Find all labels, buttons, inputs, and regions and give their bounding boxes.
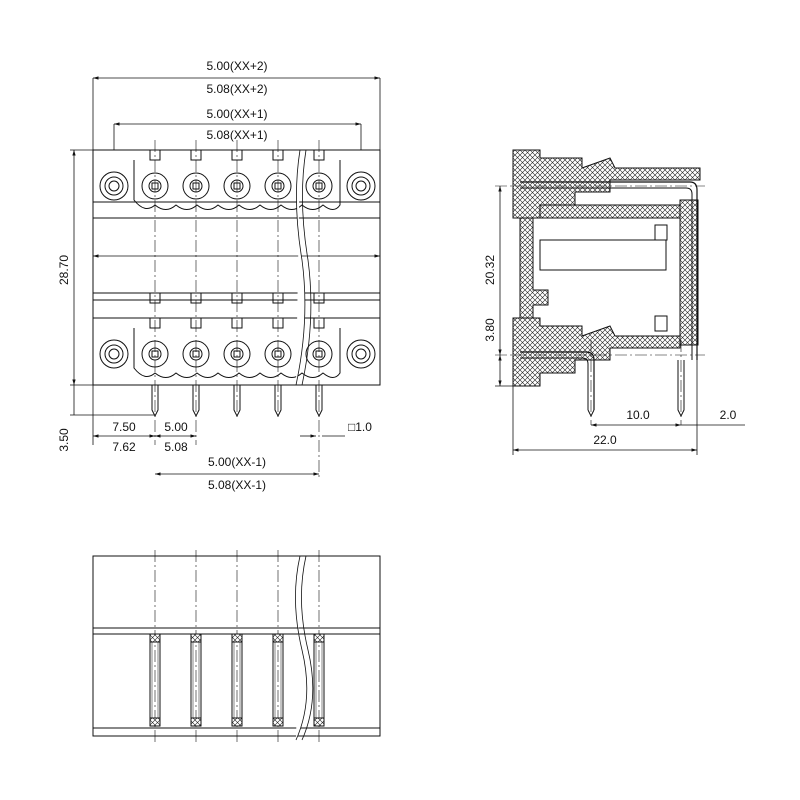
terminal-row-top	[133, 160, 341, 210]
side-dim-height: 20.32	[483, 255, 497, 285]
dim-pin-length: 3.50	[57, 428, 71, 452]
pin-centerlines	[154, 140, 320, 478]
bottom-contact	[272, 633, 284, 727]
inner-box	[539, 239, 667, 271]
break-lines-bottom	[295, 555, 314, 741]
side-view: 20.32 3.80 10.0 2.0 22.0	[483, 149, 745, 455]
height-dimension	[70, 149, 155, 416]
pins	[151, 385, 323, 418]
bottom-body	[92, 555, 381, 737]
right-wall	[679, 199, 699, 346]
dim-edge-b: 7.62	[112, 440, 136, 454]
pin-centerlines-bottom	[154, 550, 320, 745]
break-lines	[295, 149, 312, 386]
dim-height: 28.70	[57, 255, 71, 285]
dim-pin-square: □1.0	[348, 420, 372, 434]
bottom-contact	[190, 633, 202, 727]
lower-housing	[512, 317, 681, 387]
upper-contact	[520, 181, 698, 360]
dim-bottom-a: 5.00(XX-1)	[208, 455, 266, 469]
top-dimensions	[92, 76, 381, 150]
bottom-view	[92, 550, 381, 745]
left-wall	[519, 217, 549, 319]
side-dim-offset: 3.80	[483, 318, 497, 342]
side-dim-pin-offset: 2.0	[720, 408, 737, 422]
inner-latch	[654, 224, 668, 241]
dim-top-outer-a: 5.00(XX+2)	[206, 59, 267, 73]
mounting-hole	[346, 171, 376, 201]
upper-body	[539, 204, 681, 219]
dim-top-inner-b: 5.08(XX+1)	[206, 128, 267, 142]
mounting-hole	[346, 339, 376, 369]
dim-pitch-a: 5.00	[164, 420, 188, 434]
side-centerlines	[495, 185, 705, 425]
side-dim-pin-spacing: 10.0	[626, 408, 650, 422]
lower-contact-inner	[520, 357, 589, 410]
front-view: 5.00(XX+2) 5.08(XX+2) 5.00(XX+1) 5.08(XX…	[57, 59, 381, 492]
mounting-hole	[99, 171, 129, 201]
dim-edge-a: 7.50	[112, 420, 136, 434]
upper-contact-inner	[520, 187, 693, 360]
lower-contact	[520, 351, 595, 410]
bottom-contact	[313, 633, 325, 727]
mounting-hole	[99, 339, 129, 369]
inner-latch	[654, 315, 668, 332]
connector-body	[92, 149, 381, 386]
dim-pitch-b: 5.08	[164, 440, 188, 454]
dim-top-outer-b: 5.08(XX+2)	[206, 82, 267, 96]
bottom-dimensions	[92, 385, 345, 476]
side-dim-width: 22.0	[593, 433, 617, 447]
side-dimensions	[495, 186, 745, 455]
dim-bottom-b: 5.08(XX-1)	[208, 478, 266, 492]
bottom-contact	[149, 633, 161, 727]
dim-top-inner-a: 5.00(XX+1)	[206, 107, 267, 121]
bottom-contact	[231, 633, 243, 727]
terminal-row-bottom	[133, 328, 341, 378]
